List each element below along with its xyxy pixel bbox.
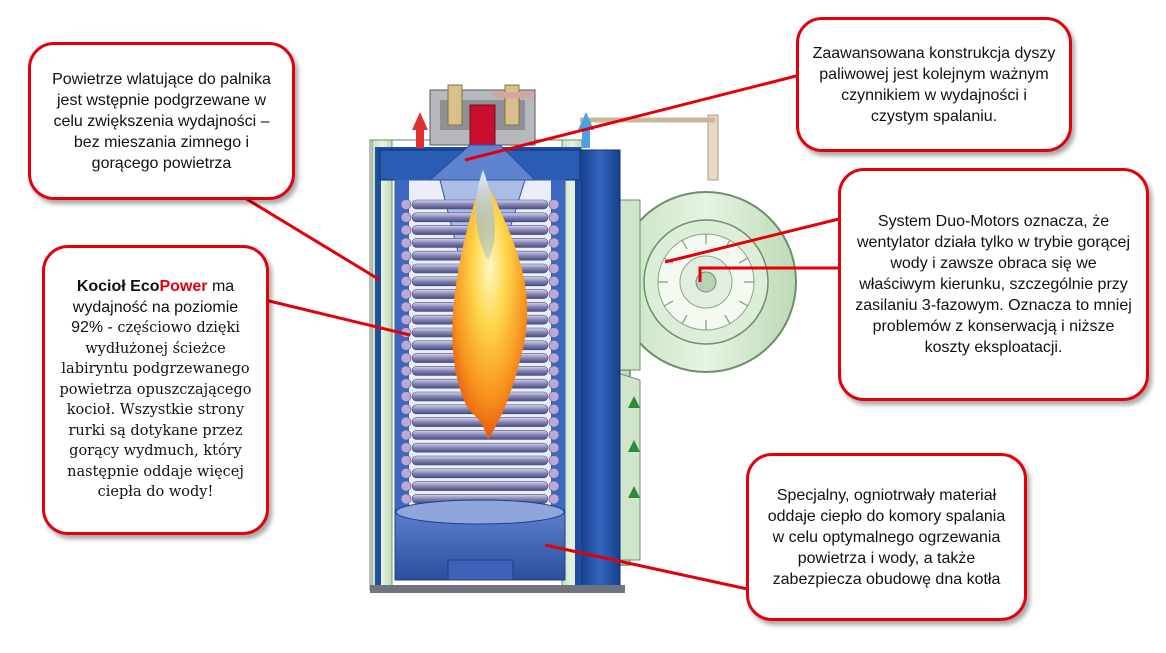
coil-end [548, 352, 560, 364]
leader-duo-motors [698, 266, 848, 282]
leader-preheat [239, 193, 381, 282]
coil-end [548, 314, 560, 326]
callout-ecopower-text: Kocioł EcoPower ma wydajność na poziomie… [57, 277, 254, 503]
callout-air-preheating-text: Powietrze wlatujące do palnika jest wstę… [52, 70, 271, 172]
coil-end [548, 275, 560, 287]
coil-end [548, 391, 560, 402]
coil-end [548, 288, 560, 300]
leader-lines [239, 73, 856, 592]
coil-end [400, 416, 412, 428]
coil-end [400, 263, 412, 274]
callout-refractory-material: Specjalny, ogniotrwały materiał oddaje c… [746, 453, 1027, 621]
coil-tube [411, 430, 549, 440]
efficiency-statement: ma wydajność na poziomie 92% - [71, 278, 239, 337]
leader-nozzle [464, 73, 801, 162]
fan-blades [658, 234, 754, 330]
coil-end [548, 301, 560, 313]
coil-tube [411, 481, 549, 491]
coil-end [400, 237, 412, 249]
refractory-base [370, 499, 625, 593]
leader-ecopower [264, 298, 411, 337]
callout-air-preheating: Powietrze wlatujące do palnika jest wstę… [28, 42, 295, 200]
coil-end [548, 416, 560, 428]
callout-ecopower-efficiency: Kocioł EcoPower ma wydajność na poziomie… [42, 245, 269, 535]
leader-duo-motors-2 [664, 213, 856, 264]
coil-end [400, 275, 412, 287]
coil-end [548, 455, 560, 466]
coil-end [400, 288, 412, 300]
coil-end [548, 442, 560, 454]
coil-end [400, 199, 412, 210]
coil-end [400, 352, 412, 364]
coil-end [548, 467, 560, 479]
coil-tube [411, 468, 549, 479]
callout-fuel-nozzle-text: Zaawansowana konstrukcja dyszy paliwowej… [812, 44, 1056, 125]
coil-end [548, 327, 560, 338]
coil-end [548, 212, 560, 223]
coil-end [548, 199, 560, 210]
coil-end [400, 480, 412, 492]
coil-tube [411, 455, 549, 466]
coil-end [548, 493, 560, 505]
efficiency-details: częściowo dzięki wydłużonej ścieżce labi… [59, 320, 252, 501]
coil-end [400, 429, 412, 441]
coil-end [400, 391, 412, 402]
coil-end [400, 467, 412, 479]
burner-flame [452, 170, 528, 440]
callout-duo-motors: System Duo-Motors oznacza, że wentylator… [838, 168, 1149, 401]
brand-name-power: Power [159, 278, 208, 296]
coil-tube [411, 442, 549, 453]
leader-refractory [544, 543, 753, 592]
coil-end [400, 403, 412, 415]
brand-name-eco: Kocioł Eco [76, 278, 160, 296]
coil-end [548, 237, 560, 249]
callout-duo-motors-text: System Duo-Motors oznacza, że wentylator… [855, 213, 1132, 356]
coil-end [400, 250, 412, 261]
coil-end [548, 480, 560, 492]
coil-end [548, 224, 560, 236]
coil-end [400, 365, 412, 377]
coil-end [400, 493, 412, 505]
coil-end [400, 301, 412, 313]
callout-refractory-text: Specjalny, ogniotrwały materiał oddaje c… [767, 486, 1006, 588]
coil-end [400, 314, 412, 326]
coil-end [548, 403, 560, 415]
coil-end [400, 339, 412, 351]
coil-end [548, 365, 560, 377]
coil-end [400, 212, 412, 223]
callout-fuel-nozzle: Zaawansowana konstrukcja dyszy paliwowej… [796, 17, 1072, 152]
coil-end [400, 378, 412, 390]
coil-end [548, 250, 560, 261]
coil-end [548, 429, 560, 441]
coil-end [548, 339, 560, 351]
coil-end [400, 442, 412, 454]
coil-end [400, 455, 412, 466]
coil-end [400, 224, 412, 236]
coil-end [548, 263, 560, 274]
coil-end [548, 378, 560, 390]
